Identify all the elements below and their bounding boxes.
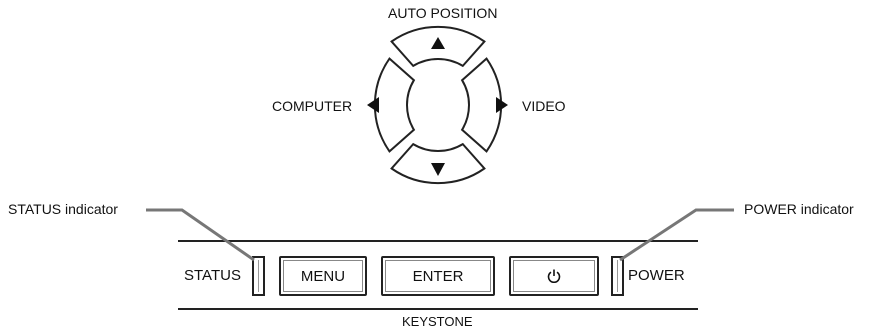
video-label: VIDEO: [522, 98, 566, 114]
triangle-up-icon: [431, 37, 445, 49]
status-label: STATUS: [184, 267, 241, 284]
triangle-down-icon: [431, 163, 445, 176]
direction-pad: [373, 25, 503, 185]
auto-position-label: AUTO POSITION: [388, 5, 498, 21]
power-label: POWER: [628, 267, 685, 284]
status-callout-line: [146, 208, 255, 262]
enter-button[interactable]: ENTER: [381, 256, 495, 296]
power-indicator-callout: POWER indicator: [744, 201, 854, 217]
status-indicator-led: [252, 256, 265, 296]
status-indicator-callout: STATUS indicator: [8, 201, 118, 217]
left-key[interactable]: [373, 57, 416, 153]
triangle-left-icon: [367, 97, 379, 113]
menu-button[interactable]: MENU: [279, 256, 367, 296]
triangle-right-icon: [496, 97, 508, 113]
right-key[interactable]: [460, 57, 503, 153]
power-indicator-led: [611, 256, 624, 296]
power-icon: [547, 269, 561, 283]
computer-label: COMPUTER: [272, 98, 353, 114]
power-button[interactable]: [509, 256, 599, 296]
keystone-label: KEYSTONE: [402, 314, 473, 329]
power-callout-line: [619, 208, 734, 262]
